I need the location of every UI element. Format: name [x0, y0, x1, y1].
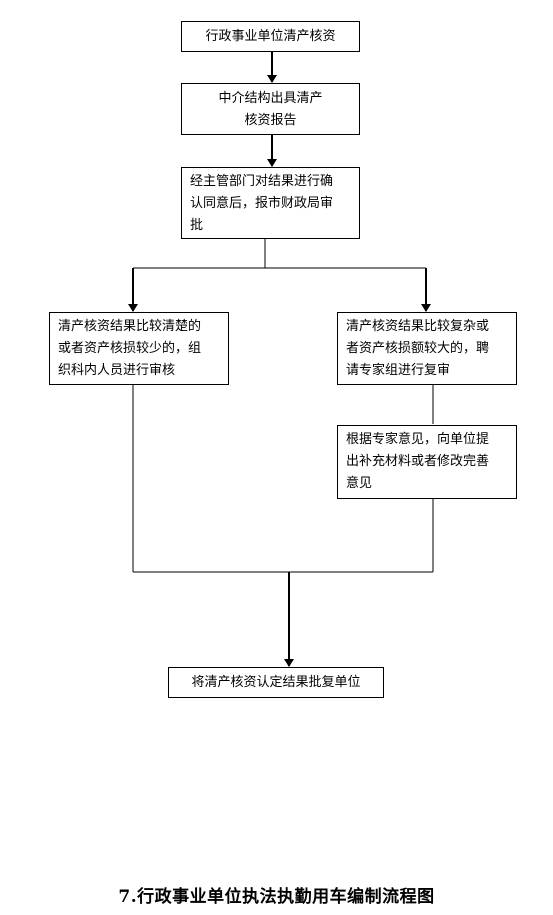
node-simple-review-line-1: 清产核资结果比较清楚的: [58, 319, 202, 334]
node-start: 行政事业单位清产核资: [181, 21, 360, 52]
node-simple-review-line-2: 或者资产核损较少的，组: [58, 341, 202, 356]
node-complex-review: 清产核资结果比较复杂或 者资产核损额较大的，聘 请专家组进行复审: [337, 312, 517, 385]
node-confirm-line-3: 批: [190, 218, 204, 233]
node-report-line-2: 核资报告: [244, 113, 297, 128]
node-complex-review-line-2: 者资产核损额较大的，聘: [346, 341, 490, 356]
figure-caption: 7.行政事业单位执法执勤用车编制流程图: [118, 887, 435, 907]
node-confirm: 经主管部门对结果进行确 认同意后，报市财政局审 批: [181, 167, 360, 239]
node-report: 中介结构出具清产 核资报告: [181, 83, 360, 135]
node-confirm-line-2: 认同意后，报市财政局审: [190, 196, 334, 211]
node-expert-opinion-line-1: 根据专家意见，向单位提: [346, 432, 490, 447]
node-simple-review-line-3: 织科内人员进行审核: [58, 363, 176, 378]
node-expert-opinion-line-3: 意见: [346, 476, 373, 491]
node-final-line-1: 将清产核资认定结果批复单位: [191, 675, 361, 690]
node-complex-review-line-1: 清产核资结果比较复杂或: [346, 319, 490, 334]
node-confirm-line-1: 经主管部门对结果进行确: [190, 174, 334, 189]
node-expert-opinion-line-2: 出补充材料或者修改完善: [346, 454, 490, 469]
node-expert-opinion: 根据专家意见，向单位提 出补充材料或者修改完善 意见: [337, 425, 517, 499]
node-final: 将清产核资认定结果批复单位: [168, 667, 384, 698]
node-complex-review-line-3: 请专家组进行复审: [346, 363, 451, 378]
node-start-line-1: 行政事业单位清产核资: [205, 29, 336, 44]
node-simple-review: 清产核资结果比较清楚的 或者资产核损较少的，组 织科内人员进行审核: [49, 312, 229, 385]
node-report-line-1: 中介结构出具清产: [218, 91, 323, 106]
